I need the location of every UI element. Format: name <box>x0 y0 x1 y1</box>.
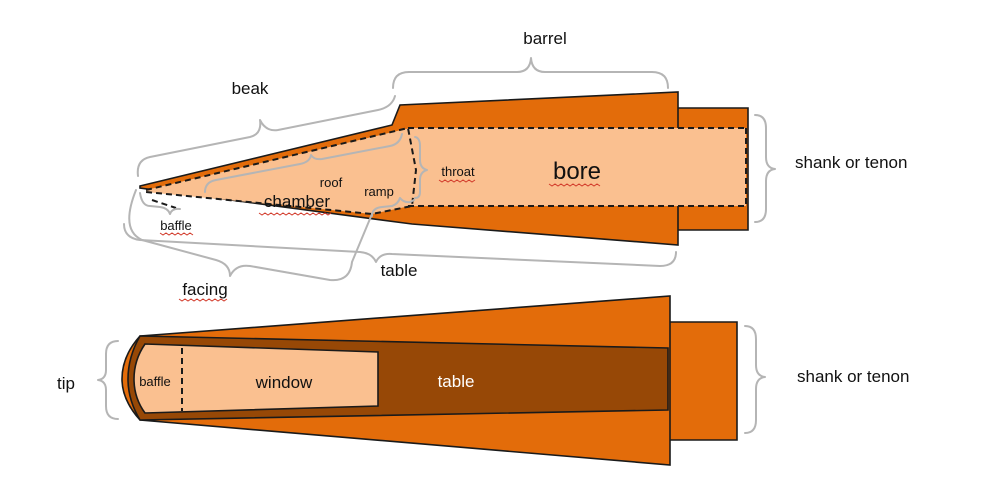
top-braces <box>97 325 766 434</box>
chamber-label: chamber <box>264 192 330 211</box>
shank-brace-top <box>744 325 766 434</box>
side-chamber <box>146 128 410 214</box>
table-label-side: table <box>381 261 418 280</box>
chamber-outline <box>145 126 418 216</box>
baffle-brace <box>139 192 181 215</box>
tip-brace <box>97 340 119 420</box>
window-label: window <box>255 373 313 392</box>
ramp-brace <box>371 197 415 217</box>
spellcheck-squiggles <box>159 179 601 302</box>
beak-brace <box>136 95 396 177</box>
tip-label: tip <box>57 374 75 393</box>
bore-label: bore <box>553 158 601 185</box>
baffle-line <box>151 199 177 209</box>
side-bore <box>408 128 746 206</box>
facing-label: facing <box>182 280 227 299</box>
baffle-label-top: baffle <box>139 374 171 389</box>
shank-label-side: shank or tenon <box>795 153 907 172</box>
top-labels: tip baffle window table shank or tenon <box>57 367 909 393</box>
shank-brace-side <box>754 114 776 223</box>
side-labels: barrel beak shank or tenon bore throat r… <box>160 29 907 299</box>
top-view <box>121 295 738 466</box>
table-brace <box>123 223 677 267</box>
chamber-brace <box>204 133 403 193</box>
baffle-label-side: baffle <box>160 218 192 233</box>
facing-brace <box>128 189 373 282</box>
beak-label: beak <box>232 79 269 98</box>
roof-label: roof <box>320 175 343 190</box>
barrel-label: barrel <box>523 29 566 48</box>
barrel-brace <box>392 57 669 89</box>
shank-label-top: shank or tenon <box>797 367 909 386</box>
throat-label: throat <box>441 164 475 179</box>
side-braces <box>123 57 776 282</box>
table-label-top: table <box>438 372 475 391</box>
top-window <box>133 343 379 414</box>
bore-outline <box>408 127 747 207</box>
side-view <box>139 91 749 246</box>
ramp-label: ramp <box>364 184 394 199</box>
throat-brace <box>414 136 428 199</box>
top-shank <box>667 321 738 441</box>
